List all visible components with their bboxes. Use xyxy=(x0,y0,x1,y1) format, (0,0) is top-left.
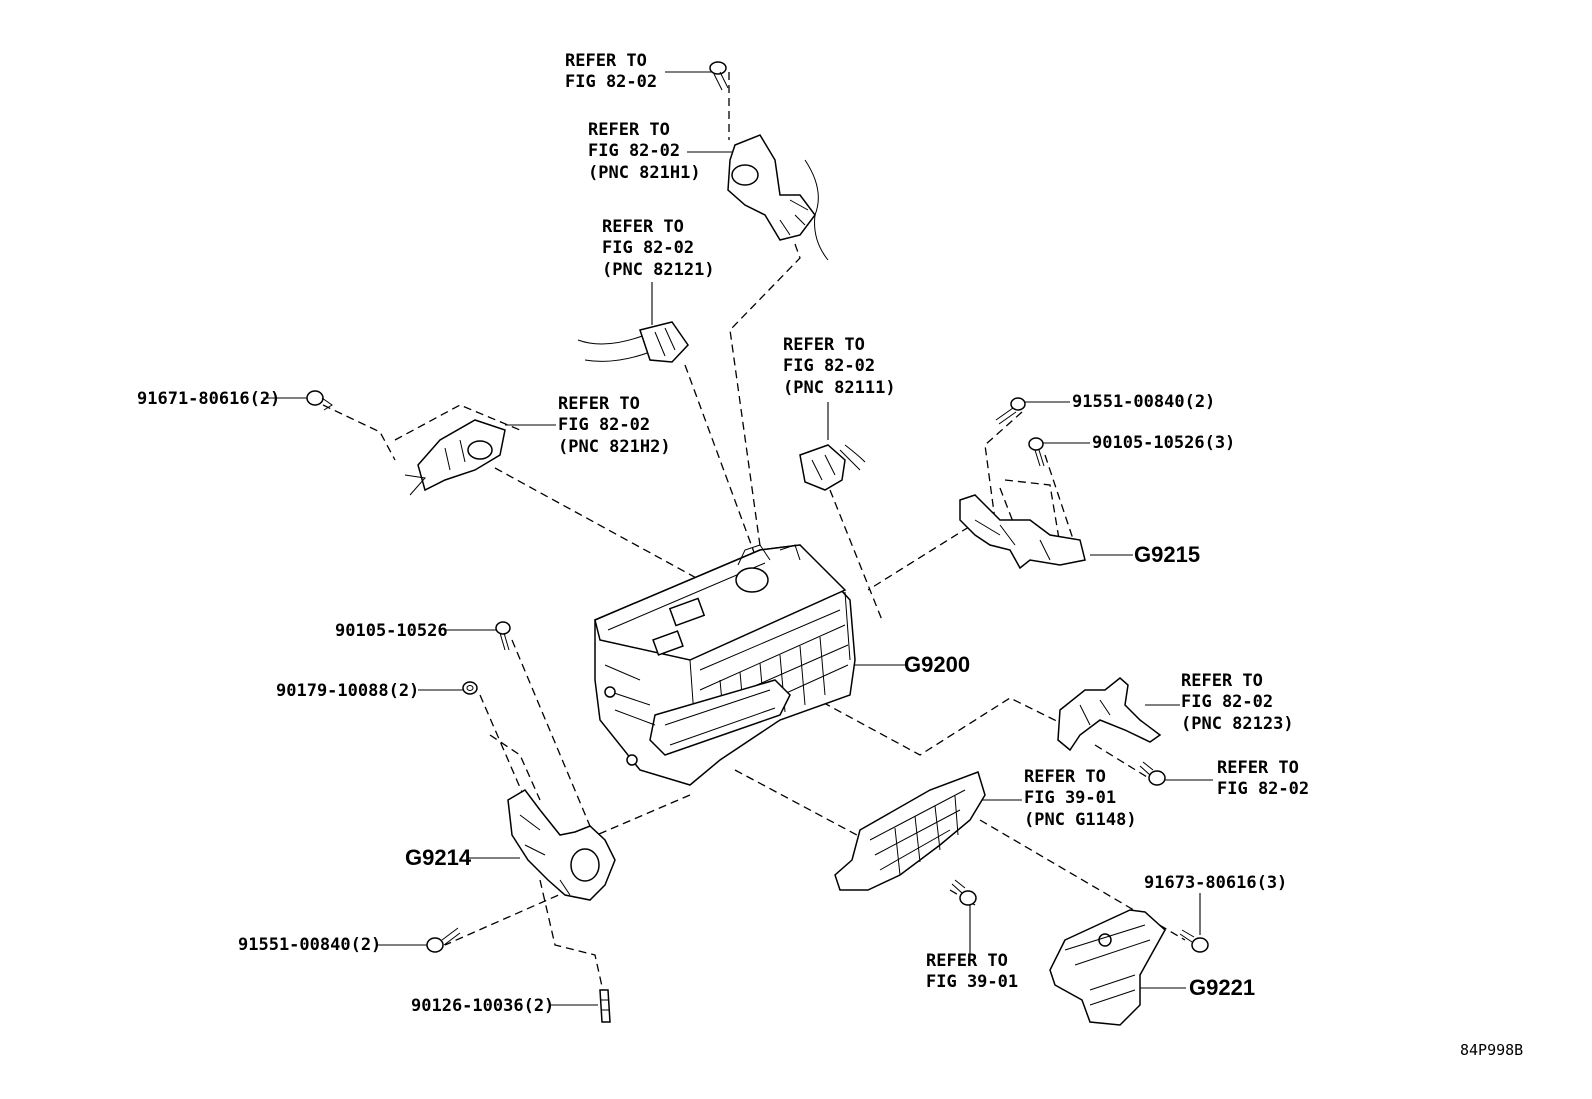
bolt-91671 xyxy=(306,390,333,411)
svg-text:REFER TO: REFER TO xyxy=(1024,767,1106,787)
assembly-lines xyxy=(322,72,1186,1001)
svg-text:FIG 39-01: FIG 39-01 xyxy=(1024,788,1116,808)
svg-text:REFER TO: REFER TO xyxy=(1217,758,1299,778)
part-label-91671: 91671-80616(2) xyxy=(137,389,280,409)
ref-label-82123: REFER TO FIG 82-02 (PNC 82123) xyxy=(1181,671,1294,734)
bolt-91551-top xyxy=(995,397,1026,425)
svg-text:FIG 82-02: FIG 82-02 xyxy=(558,415,650,435)
part-label-90126: 90126-10036(2) xyxy=(411,996,554,1016)
nut-90179 xyxy=(462,681,478,695)
bracket-g9214 xyxy=(507,789,616,901)
cooler-g1148 xyxy=(834,771,986,891)
part-label-90105-3: 90105-10526(3) xyxy=(1092,433,1235,453)
ref-label-821h2: REFER TO FIG 82-02 (PNC 821H2) xyxy=(558,394,671,457)
bolt-90105 xyxy=(495,621,511,651)
stud-90126 xyxy=(599,989,611,1023)
callout-g9214: G9214 xyxy=(405,845,472,870)
ref-label-82121: REFER TO FIG 82-02 (PNC 82121) xyxy=(602,217,715,280)
svg-text:REFER TO: REFER TO xyxy=(558,394,640,414)
svg-text:FIG 82-02: FIG 82-02 xyxy=(783,356,875,376)
svg-text:(PNC 82121): (PNC 82121) xyxy=(602,260,715,280)
bolt-ref-39-01 xyxy=(951,879,977,906)
part-label-90179: 90179-10088(2) xyxy=(276,681,419,701)
leader-lines xyxy=(263,71,1213,1006)
part-label-90105: 90105-10526 xyxy=(335,621,448,641)
svg-text:FIG 82-02: FIG 82-02 xyxy=(1217,779,1309,799)
part-label-91551-bottom: 91551-00840(2) xyxy=(238,935,381,955)
part-label-91673: 91673-80616(3) xyxy=(1144,873,1287,893)
part-g9221 xyxy=(1049,909,1166,1026)
connector-821h2 xyxy=(404,419,506,496)
bracket-82123 xyxy=(1057,677,1162,752)
svg-text:REFER TO: REFER TO xyxy=(602,217,684,237)
connector-82111 xyxy=(799,444,866,491)
svg-text:FIG 82-02: FIG 82-02 xyxy=(602,238,694,258)
part-label-91551-top: 91551-00840(2) xyxy=(1072,392,1215,412)
svg-text:(PNC G1148): (PNC G1148) xyxy=(1024,810,1137,830)
ref-label-top: REFER TO FIG 82-02 xyxy=(565,51,657,92)
bolt-91551-bottom xyxy=(426,927,461,953)
bolt-ref-82-02 xyxy=(1139,761,1166,786)
bolt-top xyxy=(709,61,729,91)
svg-text:(PNC 821H1): (PNC 821H1) xyxy=(588,163,701,183)
callout-g9221: G9221 xyxy=(1189,975,1255,1000)
bracket-g9215 xyxy=(959,494,1086,570)
svg-text:REFER TO: REFER TO xyxy=(783,335,865,355)
svg-text:(PNC 82123): (PNC 82123) xyxy=(1181,714,1294,734)
svg-text:(PNC 821H2): (PNC 821H2) xyxy=(558,437,671,457)
callout-g9215: G9215 xyxy=(1134,542,1200,567)
ref-label-right-bolt: REFER TO FIG 82-02 xyxy=(1217,758,1309,799)
connector-82121 xyxy=(577,321,689,363)
callout-g9200: G9200 xyxy=(904,652,970,677)
svg-text:FIG 82-02: FIG 82-02 xyxy=(565,72,657,92)
svg-text:FIG 82-02: FIG 82-02 xyxy=(1181,692,1273,712)
sensor-bracket-821h1 xyxy=(727,134,829,261)
ref-label-821h1: REFER TO FIG 82-02 (PNC 821H1) xyxy=(588,120,701,183)
diagram-code: 84P998B xyxy=(1460,1041,1523,1059)
bolt-91673 xyxy=(1179,929,1209,953)
svg-text:REFER TO: REFER TO xyxy=(926,951,1008,971)
svg-text:FIG 39-01: FIG 39-01 xyxy=(926,972,1018,992)
svg-text:REFER TO: REFER TO xyxy=(565,51,647,71)
svg-text:FIG 82-02: FIG 82-02 xyxy=(588,141,680,161)
svg-text:REFER TO: REFER TO xyxy=(588,120,670,140)
svg-text:REFER TO: REFER TO xyxy=(1181,671,1263,691)
bolt-90105-3 xyxy=(1028,437,1045,467)
svg-text:(PNC 82111): (PNC 82111) xyxy=(783,378,896,398)
inverter-assembly-g9200 xyxy=(594,544,856,786)
ref-label-g1148: REFER TO FIG 39-01 (PNC G1148) xyxy=(1024,767,1137,830)
ref-label-82111: REFER TO FIG 82-02 (PNC 82111) xyxy=(783,335,896,398)
ref-label-39-01: REFER TO FIG 39-01 xyxy=(926,951,1018,992)
